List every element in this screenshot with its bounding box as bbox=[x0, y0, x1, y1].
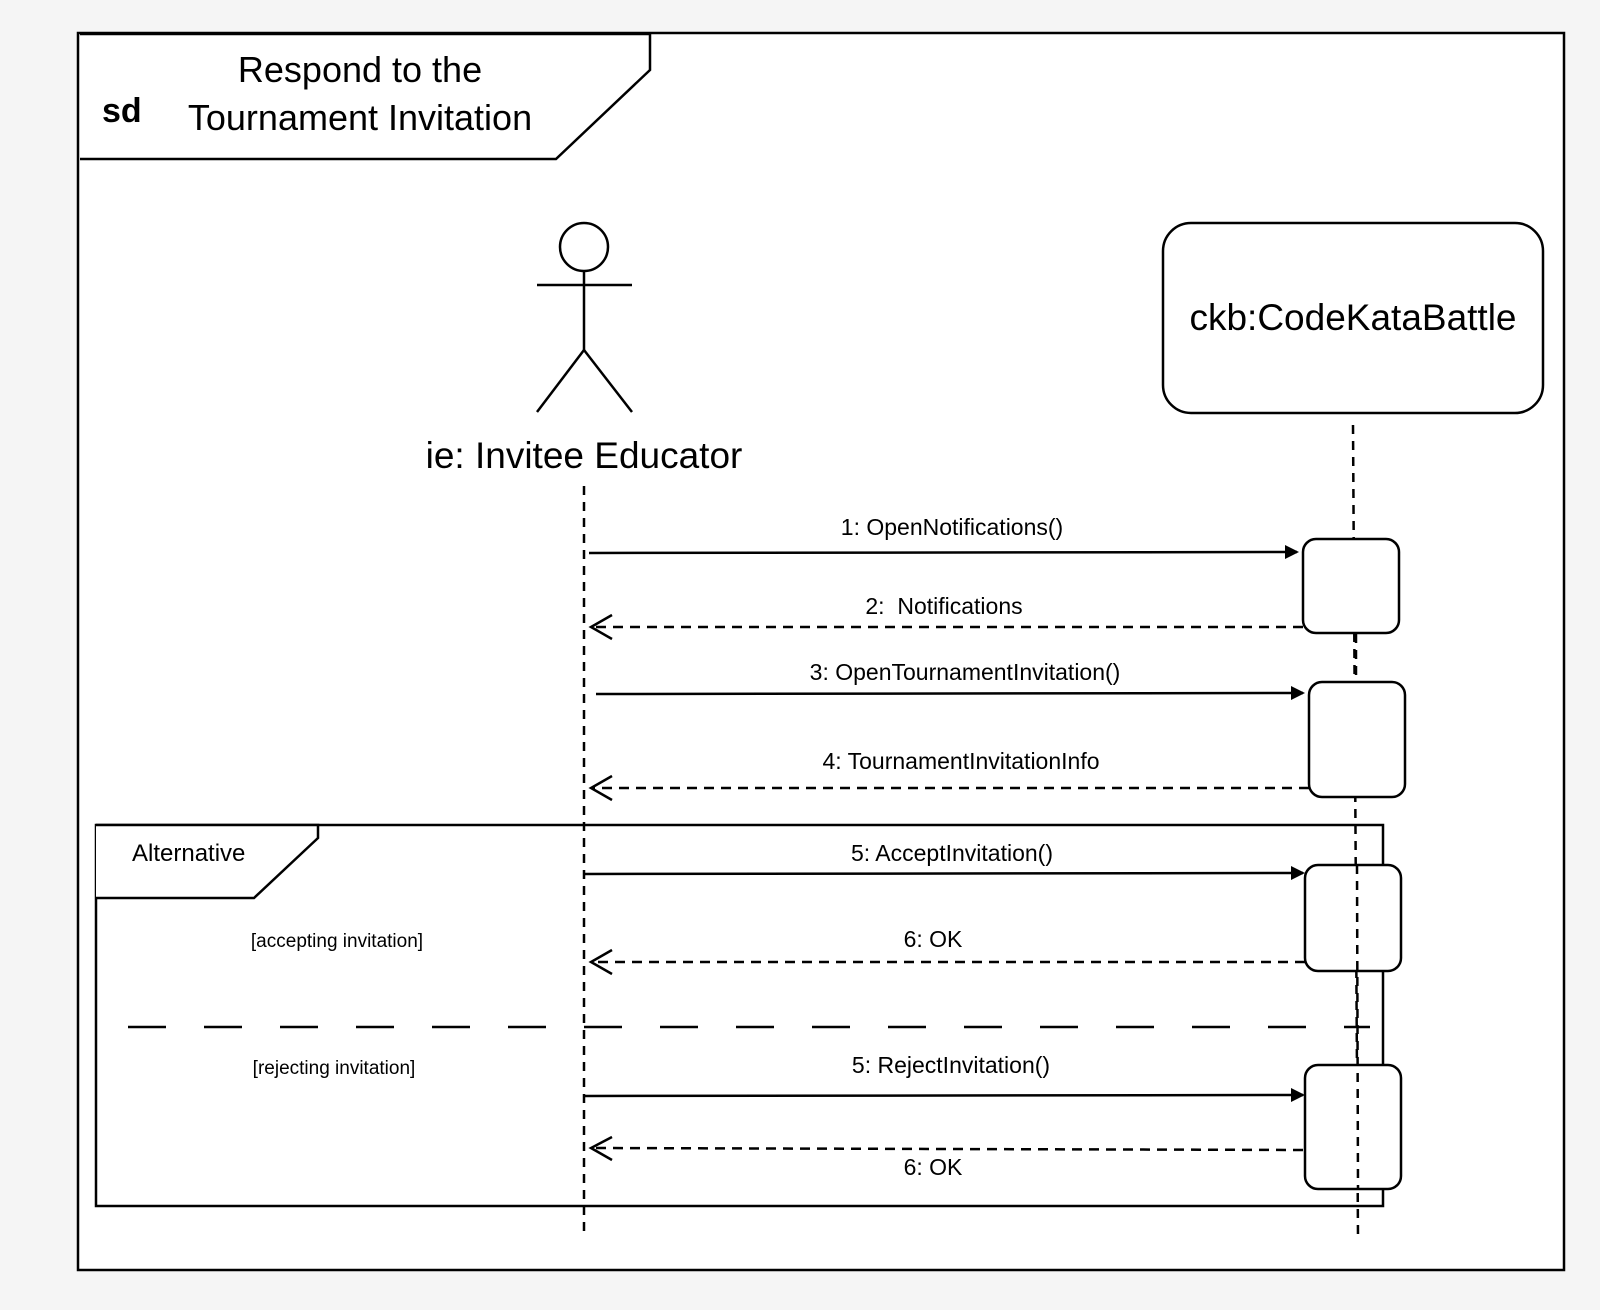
guard-rejecting: [rejecting invitation] bbox=[253, 1058, 416, 1079]
frame-title-line1: Respond to the bbox=[238, 49, 482, 90]
open-arrowhead-icon bbox=[588, 948, 613, 976]
activation-bar-1 bbox=[1301, 537, 1401, 635]
activation-bar-2 bbox=[1307, 680, 1407, 799]
activation-bar-4 bbox=[1303, 1063, 1403, 1191]
sd-frame-title-tab bbox=[80, 32, 652, 161]
alt-fragment-frame bbox=[94, 823, 1385, 1208]
actor-label: ie: Invitee Educator bbox=[426, 435, 743, 476]
message-label-1: 1: OpenNotifications() bbox=[841, 514, 1063, 540]
system-label: ckb:CodeKataBattle bbox=[1189, 297, 1516, 338]
message-arrow-5-reject bbox=[582, 1088, 1305, 1103]
message-label-4: 4: TournamentInvitationInfo bbox=[822, 748, 1099, 774]
frame-title-line2: Tournament Invitation bbox=[188, 97, 532, 138]
alt-fragment-label: Alternative bbox=[132, 840, 245, 867]
message-arrow-3 bbox=[595, 686, 1305, 701]
system-participant-box bbox=[1161, 221, 1545, 415]
open-arrowhead-icon bbox=[588, 1135, 613, 1162]
alt-fragment-tab bbox=[96, 823, 320, 900]
message-label-3: 3: OpenTournamentInvitation() bbox=[810, 659, 1121, 685]
guard-accepting: [accepting invitation] bbox=[251, 931, 423, 952]
message-label-5-accept: 5: AcceptInvitation() bbox=[851, 840, 1053, 866]
system-lifeline-overlay bbox=[1355, 864, 1360, 1191]
message-arrow-1 bbox=[588, 545, 1299, 560]
message-label-5-reject: 5: RejectInvitation() bbox=[852, 1052, 1050, 1078]
message-label-6-accept: 6: OK bbox=[904, 926, 963, 952]
stick-figure-icon bbox=[536, 221, 633, 413]
open-arrowhead-icon bbox=[588, 774, 613, 802]
message-label-6-reject: 6: OK bbox=[904, 1154, 963, 1180]
message-label-2: 2: Notifications bbox=[865, 593, 1022, 619]
sd-keyword: sd bbox=[102, 92, 142, 130]
message-arrow-5-accept bbox=[582, 866, 1305, 881]
open-arrowhead-icon bbox=[588, 613, 613, 641]
activation-bar-3 bbox=[1303, 863, 1403, 973]
